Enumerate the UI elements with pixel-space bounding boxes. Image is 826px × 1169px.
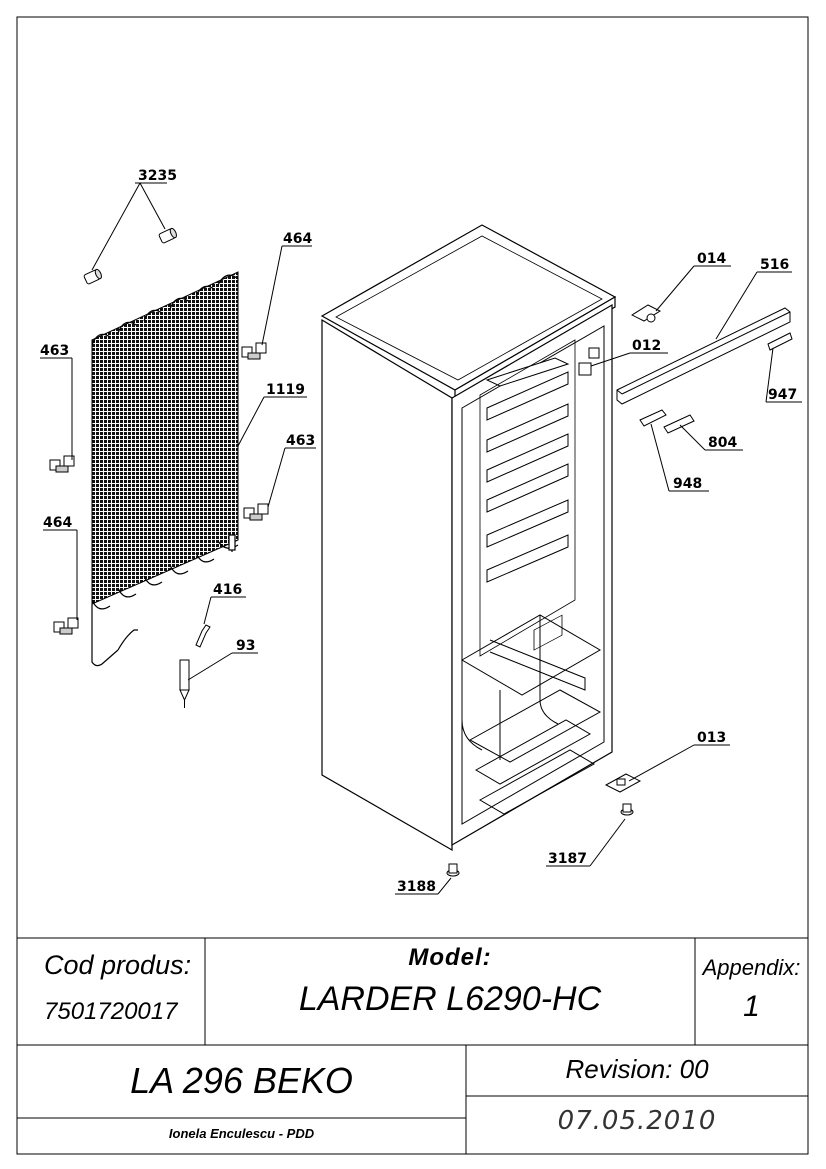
callout-labels: 3235 464 463 1119 463 464 416 93 014 516… (40, 168, 797, 895)
bottom-drawer-area (461, 614, 602, 815)
callout-013: 013 (697, 730, 726, 746)
callout-516: 516 (760, 257, 789, 273)
callout-948: 948 (673, 476, 702, 492)
refrigerator-cabinet (320, 224, 617, 852)
drawing-frame (16, 16, 809, 1155)
condenser-clips (49, 342, 269, 635)
callout-416: 416 (213, 582, 242, 598)
capillary-and-drier (179, 624, 211, 708)
callout-463-left: 463 (40, 343, 69, 359)
revision-label: Revision: 00 (565, 1054, 709, 1084)
callout-012: 012 (632, 338, 661, 354)
condenser-coil (91, 271, 239, 667)
inner-shelf-supports (485, 357, 570, 583)
hinge-parts (446, 304, 793, 877)
callout-3235: 3235 (138, 168, 177, 184)
model-label: Model: (408, 944, 492, 971)
project-name: LA 296 BEKO (130, 1060, 353, 1101)
callout-3188: 3188 (397, 879, 436, 895)
callout-463-right: 463 (286, 433, 315, 449)
product-code-value: 7501720017 (44, 998, 178, 1025)
callout-1119: 1119 (266, 382, 305, 398)
author-name: Ionela Enculescu - PDD (168, 1126, 315, 1141)
inner-rear-wall (479, 339, 576, 657)
pipe-cap-parts (83, 227, 177, 285)
callout-leader-lines (40, 182, 802, 895)
callout-464-bottom: 464 (43, 515, 72, 531)
model-name: LARDER L6290-HC (298, 980, 602, 1018)
product-code-label: Cod produs: (44, 950, 192, 980)
title-block-grid (17, 937, 808, 1154)
callout-93: 93 (236, 638, 255, 654)
callout-947: 947 (768, 387, 797, 403)
callout-014: 014 (697, 251, 726, 267)
drawing-date: 07.05.2010 (557, 1106, 717, 1136)
callout-3187: 3187 (548, 851, 587, 867)
callout-464-top: 464 (283, 231, 312, 247)
cabinet-small-parts (578, 347, 600, 376)
callout-804: 804 (708, 435, 737, 451)
appendix-number: 1 (743, 990, 760, 1023)
appendix-label: Appendix: (702, 955, 801, 980)
